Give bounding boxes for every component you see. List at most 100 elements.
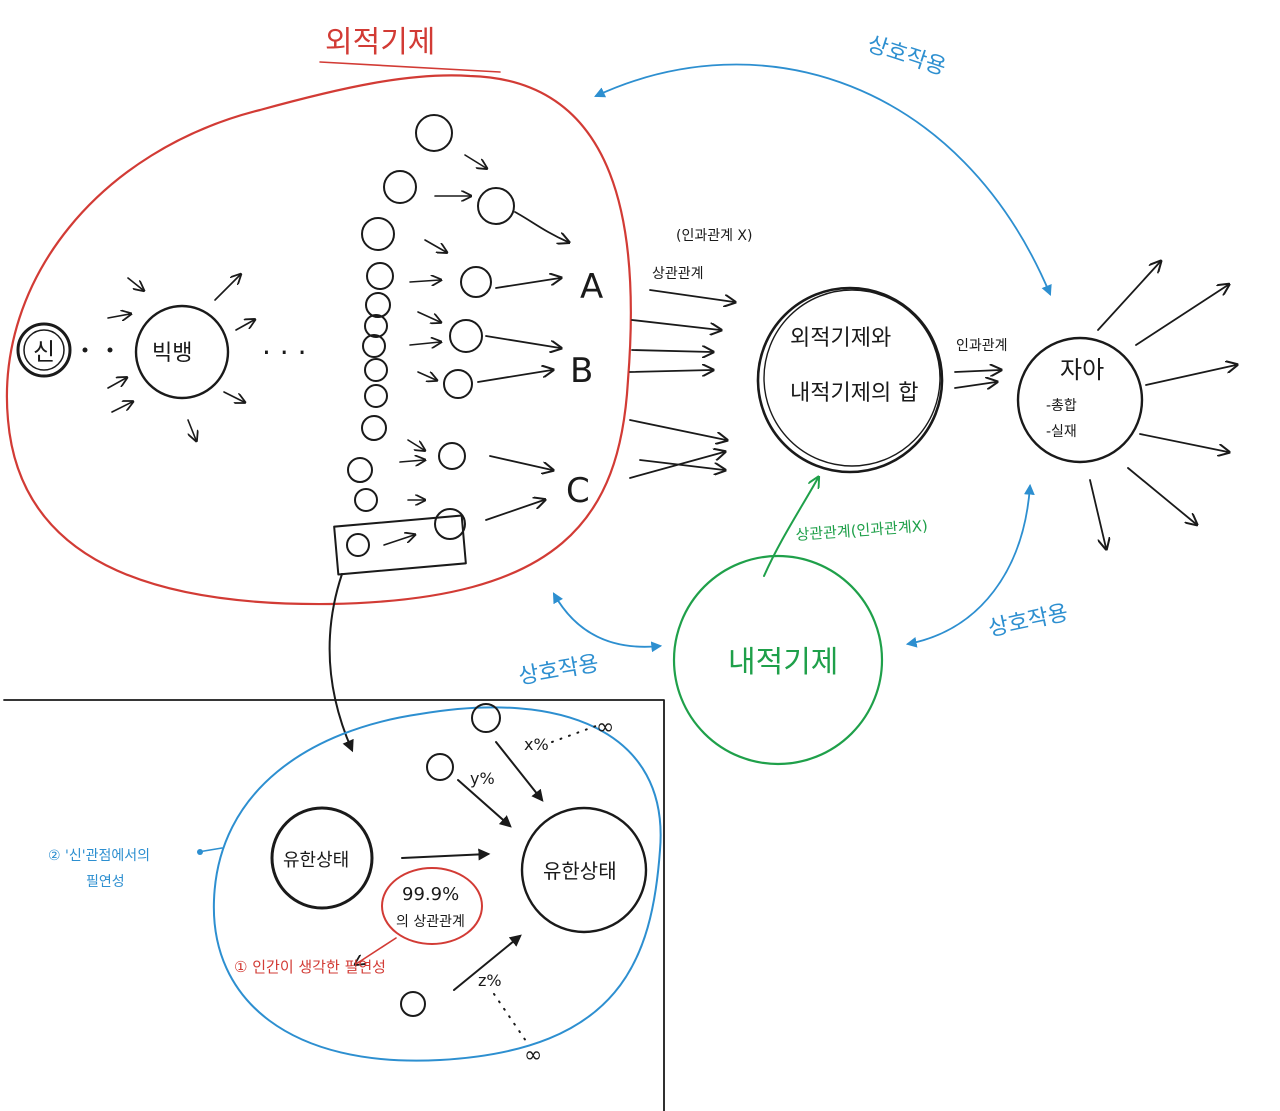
internal-mechanism-title: 내적기제 bbox=[728, 645, 838, 680]
z-infinity-dots bbox=[493, 993, 529, 1045]
interaction-left-arrow bbox=[552, 592, 663, 653]
note2-connector-end bbox=[197, 849, 203, 855]
self-out-arrow bbox=[1089, 479, 1106, 548]
cause-b-label: B bbox=[570, 351, 593, 391]
to-b-arrow bbox=[477, 370, 552, 383]
correlation-percent-label: 99.9% bbox=[402, 884, 459, 905]
to-a-arrow bbox=[495, 278, 560, 289]
x-infinity-dots bbox=[551, 725, 597, 743]
flow-arrow bbox=[639, 459, 724, 470]
cause-a-label: A bbox=[580, 267, 603, 307]
big-bang-node bbox=[134, 304, 230, 400]
x-infinity-label: ∞ bbox=[596, 715, 614, 740]
interaction-right-arrow bbox=[905, 483, 1035, 648]
big-bang-out-arrow bbox=[235, 320, 254, 331]
big-bang-in-arrow bbox=[107, 378, 126, 389]
self-out-arrow bbox=[1127, 467, 1196, 524]
sum-to-self-arrow bbox=[954, 370, 1000, 372]
big-bang-out-arrow bbox=[223, 391, 244, 402]
event-circle bbox=[415, 114, 453, 152]
event-circle bbox=[362, 334, 386, 358]
event-circle bbox=[354, 488, 378, 512]
finite-state-left bbox=[270, 806, 374, 910]
ellipsis-dot bbox=[107, 347, 113, 353]
branch-circle-y bbox=[426, 753, 454, 781]
causal-label: 인과관계 bbox=[956, 338, 1008, 354]
flow-arrow bbox=[649, 289, 734, 302]
self-out-arrows bbox=[1089, 262, 1236, 548]
god-label: 신 bbox=[33, 338, 55, 366]
flow-arrow bbox=[631, 350, 712, 352]
internal-mechanism-node bbox=[672, 554, 884, 766]
correlation-percent-sub: 의 상관관계 bbox=[396, 914, 465, 930]
branch-x-arrow bbox=[495, 741, 544, 802]
event-circle bbox=[361, 217, 395, 251]
external-mechanism-boundary bbox=[5, 74, 632, 606]
branch-circle-x bbox=[471, 703, 501, 733]
branch-circle-z bbox=[400, 991, 426, 1017]
event-circle bbox=[460, 266, 492, 298]
small-arrow bbox=[464, 154, 486, 168]
sum-node-line2: 내적기제의 합 bbox=[790, 381, 918, 406]
event-circle-column bbox=[346, 114, 515, 557]
sum-node-line1: 외적기제와 bbox=[790, 326, 891, 351]
small-arrow bbox=[383, 535, 414, 546]
to-c-arrow bbox=[489, 455, 552, 470]
not-causal-label: (인과관계 X) bbox=[676, 228, 753, 244]
self-out-arrow bbox=[1139, 433, 1228, 452]
event-circle bbox=[443, 369, 473, 399]
small-arrow bbox=[409, 280, 440, 282]
inset-frame bbox=[3, 699, 665, 1111]
external-title-underline bbox=[319, 61, 501, 73]
big-bang-out-arrow bbox=[214, 275, 240, 301]
note1-arrow bbox=[356, 937, 397, 964]
self-title: 자아 bbox=[1060, 356, 1104, 384]
event-circle bbox=[364, 384, 388, 408]
ellipsis-dot bbox=[82, 347, 88, 353]
cause-arrows bbox=[477, 211, 568, 521]
ellipsis-label: · · · bbox=[262, 336, 307, 369]
event-circle bbox=[364, 314, 388, 338]
flow-arrow bbox=[629, 370, 712, 372]
finite-link-arrow bbox=[401, 848, 491, 861]
interaction-top-arrow bbox=[594, 63, 1052, 296]
selected-event-box bbox=[333, 514, 467, 576]
note2-line2: 필연성 bbox=[86, 874, 125, 890]
big-bang-in-arrow bbox=[127, 277, 143, 290]
z-percent-label: z% bbox=[478, 971, 502, 990]
event-circle bbox=[434, 508, 466, 540]
to-a-arrow bbox=[514, 211, 568, 242]
event-circle bbox=[364, 358, 388, 382]
sum-to-self-arrow bbox=[954, 382, 996, 388]
interaction-left-label: 상호작용 bbox=[517, 651, 601, 690]
self-sub1: -총합 bbox=[1046, 398, 1077, 414]
interaction-top-label: 상호작용 bbox=[864, 32, 949, 81]
detail-boundary bbox=[212, 706, 662, 1062]
sum-node-outline bbox=[763, 289, 941, 467]
x-percent-label: x% bbox=[524, 735, 549, 754]
small-arrow bbox=[424, 239, 446, 252]
zoom-arrow bbox=[328, 573, 354, 753]
event-circle bbox=[361, 415, 387, 441]
small-causal-arrows bbox=[383, 154, 486, 546]
flow-arrow bbox=[631, 319, 720, 330]
self-node bbox=[1016, 336, 1144, 464]
blob-to-sum-arrows bbox=[629, 289, 734, 479]
interaction-right-label: 상호작용 bbox=[986, 601, 1070, 642]
finite-state-right bbox=[520, 806, 648, 934]
event-circle bbox=[365, 292, 391, 318]
god-node bbox=[16, 322, 72, 378]
finite-state-left-label: 유한상태 bbox=[283, 850, 349, 871]
self-out-arrow bbox=[1135, 285, 1228, 346]
small-arrow bbox=[407, 439, 424, 450]
small-arrow bbox=[417, 311, 440, 322]
small-arrow bbox=[399, 460, 424, 462]
event-circle bbox=[366, 262, 394, 290]
to-b-arrow bbox=[485, 335, 560, 348]
external-mechanism-title: 외적기제 bbox=[325, 25, 435, 60]
event-circle bbox=[346, 533, 370, 557]
note2-line1: ② '신'관점에서의 bbox=[48, 848, 150, 864]
correlation-percent-circle bbox=[381, 867, 483, 945]
